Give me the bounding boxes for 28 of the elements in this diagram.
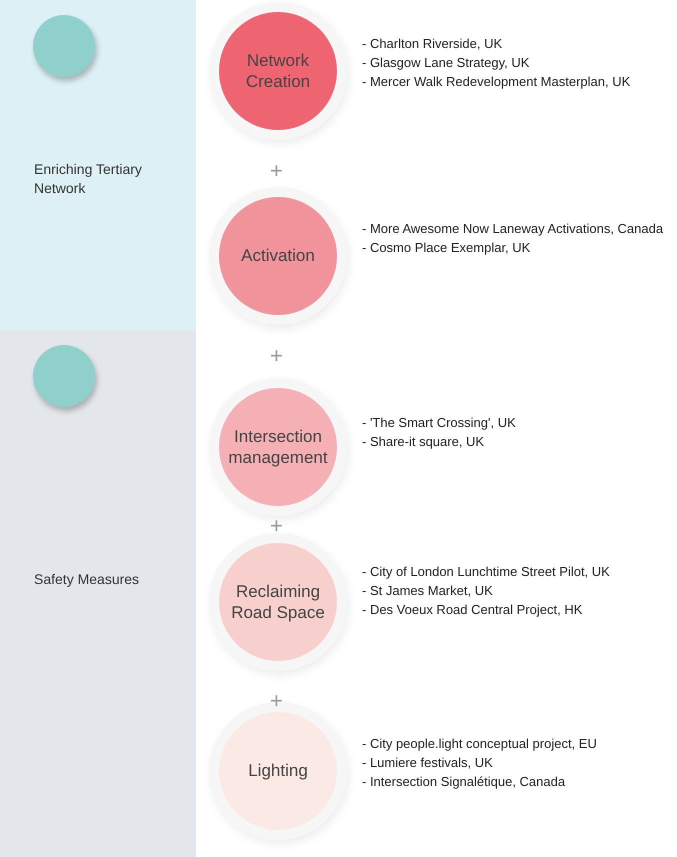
plus-sign: + [270, 690, 283, 712]
category-label: Intersection management [227, 426, 329, 468]
example-item: - 'The Smart Crossing', UK [362, 414, 517, 432]
category-label: Reclaiming Road Space [230, 580, 326, 624]
category-label: Lighting [247, 760, 309, 782]
example-item: - Charlton Riverside, UK [362, 35, 504, 53]
plus-sign: + [270, 515, 283, 537]
section-band [0, 0, 196, 330]
example-item: - City of London Lunchtime Street Pilot, UK [362, 563, 611, 581]
section-title: Safety Measures [34, 570, 140, 589]
category-label: Network Creation [244, 50, 312, 92]
circle-badge [33, 15, 95, 77]
example-item: - Cosmo Place Exemplar, UK [362, 238, 532, 257]
section-title: Enriching Tertiary Network [34, 160, 143, 198]
example-item: - Lumiere festivals, UK [362, 754, 494, 772]
circle-badge [33, 345, 95, 407]
example-item: - St James Market, UK [362, 582, 494, 600]
section-band [0, 330, 196, 857]
example-item: - More Awesome Now Laneway Activations, Canada [362, 220, 664, 238]
example-item: - Intersection Signalétique, Canada [362, 772, 566, 791]
example-item: - City people.light conceptual project, EU [362, 735, 598, 753]
example-item: - Des Voeux Road Central Project, HK [362, 600, 584, 619]
example-item: - Share-it square, UK [362, 432, 486, 451]
category-label: Activation [240, 245, 316, 267]
plus-sign: + [270, 345, 283, 367]
example-item: - Glasgow Lane Strategy, UK [362, 54, 530, 72]
plus-sign: + [270, 160, 283, 182]
example-item: - Mercer Walk Redevelopment Masterplan, UK [362, 72, 632, 91]
